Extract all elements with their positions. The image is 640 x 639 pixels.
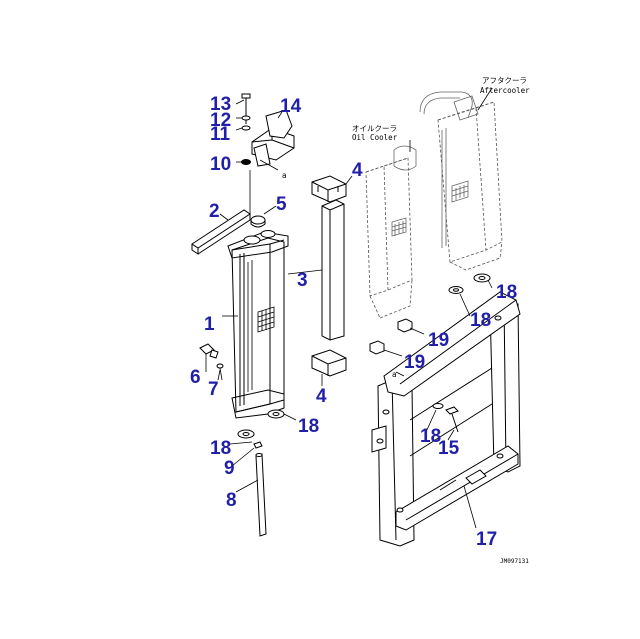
callout-8: 8 (226, 490, 237, 511)
callout-11: 11 (210, 124, 231, 145)
callout-15: 15 (438, 438, 460, 459)
callout-4-bottom: 4 (316, 386, 327, 407)
part-17-frame (371, 291, 521, 547)
callout-6: 6 (190, 367, 201, 388)
part-18-washer-right-1 (473, 273, 491, 283)
ref-a-frame-label: a (392, 370, 397, 379)
callout-5: 5 (276, 194, 287, 215)
callout-18-left-2: 18 (210, 438, 231, 459)
part-18-washer-left-1 (267, 409, 285, 419)
callout-18-left-1: 18 (298, 416, 319, 437)
part-15-bolt (445, 406, 459, 433)
oil-cooler-jp-label: オイルクーラ (352, 124, 397, 133)
part-18-washer-right-3 (432, 403, 444, 409)
part-4-bracket-top (311, 175, 347, 203)
aftercooler-jp-label: アフタクーラ (482, 76, 527, 85)
part-6-fitting (199, 343, 219, 359)
callout-2: 2 (209, 201, 220, 222)
part-9-small (253, 441, 263, 449)
part-2-strip (191, 209, 251, 255)
ref-a-label: a (282, 171, 287, 180)
part-8-rod (255, 453, 267, 537)
aftercooler-ghost (419, 91, 503, 271)
callout-10: 10 (210, 154, 231, 175)
leader-lines (205, 87, 493, 529)
part-7-nipple (216, 363, 224, 381)
callout-13: 13 (210, 94, 231, 115)
part-18-washer-right-2 (448, 286, 464, 294)
callout-1: 1 (204, 314, 215, 335)
callout-14: 14 (280, 96, 302, 117)
callout-4-top: 4 (352, 160, 363, 181)
callout-7: 7 (208, 379, 219, 400)
drawing-number: JM097131 (500, 558, 529, 565)
part-5-washer (250, 215, 266, 228)
part-19-block-2 (369, 340, 385, 355)
aftercooler-label: Aftercooler (480, 86, 530, 95)
part-18-washer-left-2 (237, 429, 255, 439)
callout-19-2: 19 (404, 352, 425, 373)
radiator-core (227, 230, 289, 419)
callout-9: 9 (224, 458, 235, 479)
callout-18-right-1: 18 (496, 282, 517, 303)
oil-cooler-ghost (365, 145, 417, 319)
callout-18-right-2: 18 (470, 310, 491, 331)
part-4-bracket-bottom (311, 349, 347, 377)
callout-12: 12 (210, 110, 231, 131)
oil-cooler-label: Oil Cooler (352, 133, 398, 142)
part-3-bar (321, 199, 345, 341)
callout-18-right-3: 18 (420, 426, 441, 447)
part-19-block-1 (397, 318, 413, 333)
callout-19-1: 19 (428, 330, 449, 351)
callout-17: 17 (476, 529, 497, 550)
callout-3: 3 (297, 270, 308, 291)
